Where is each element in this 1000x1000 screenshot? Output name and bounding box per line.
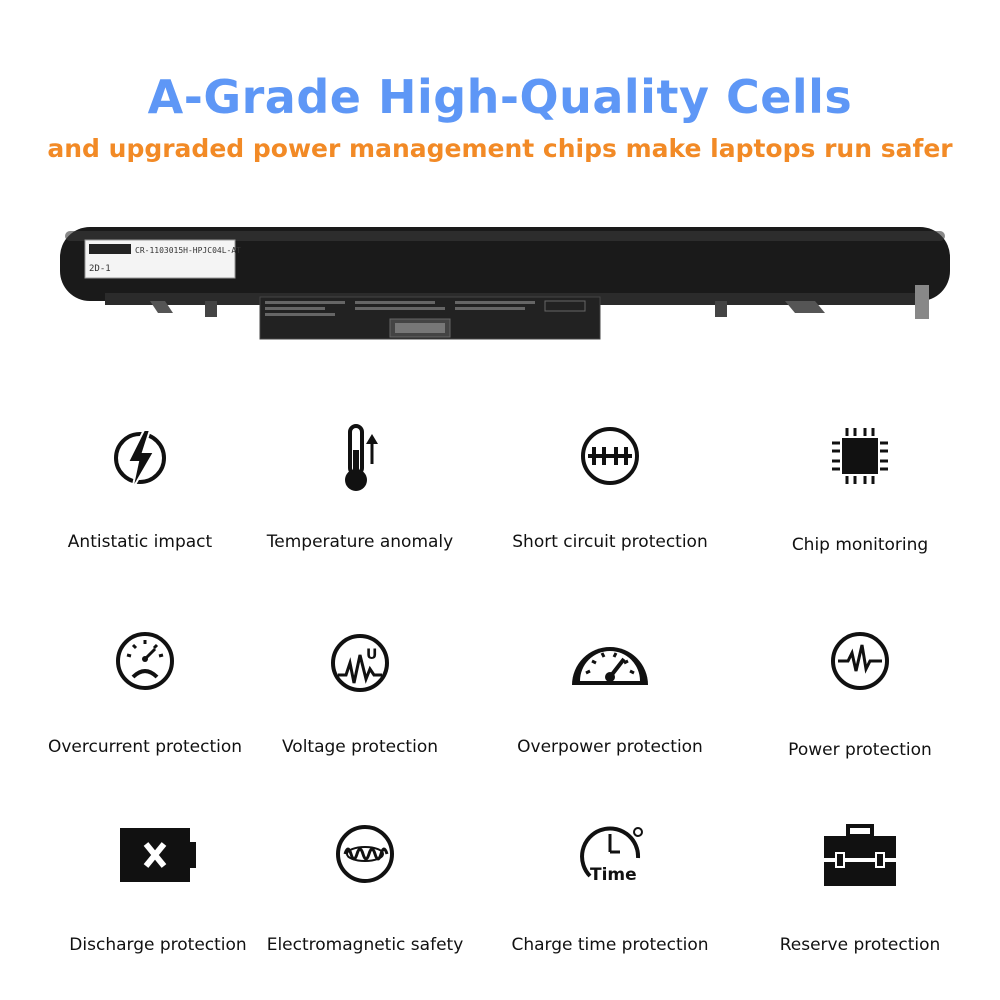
feature-label: Charge time protection bbox=[511, 935, 709, 955]
feature-label: Voltage protection bbox=[281, 737, 438, 757]
feature-short-circuit: Short circuit protection bbox=[490, 420, 730, 590]
feature-label: Electromagnetic safety bbox=[266, 935, 464, 955]
feature-label: Temperature anomaly bbox=[266, 532, 454, 552]
svg-text:U: U bbox=[366, 647, 377, 663]
feature-overcurrent: Overcurrent protection bbox=[25, 625, 265, 795]
feature-chip: Chip monitoring bbox=[740, 420, 980, 590]
thermometer-icon bbox=[320, 420, 400, 500]
feature-voltage: U Voltage protection bbox=[240, 625, 480, 795]
battery-serial-2: 2D-1 bbox=[89, 264, 111, 274]
feature-temperature: Temperature anomaly bbox=[240, 420, 480, 590]
coil-icon bbox=[325, 820, 405, 900]
feature-charge-time: Time Charge time protection bbox=[490, 820, 730, 990]
time-text: Time bbox=[590, 865, 637, 885]
feature-electromagnetic: Electromagnetic safety bbox=[245, 820, 485, 990]
battery-x-icon bbox=[118, 820, 198, 900]
lightning-shield-icon bbox=[100, 420, 180, 500]
toolbox-icon bbox=[820, 820, 900, 900]
speedometer-icon bbox=[570, 625, 650, 705]
feature-label: Power protection bbox=[788, 740, 932, 760]
feature-label: Overpower protection bbox=[517, 737, 703, 757]
chip-icon bbox=[820, 420, 900, 500]
page-subtitle: and upgraded power management chips make… bbox=[47, 134, 953, 163]
serial-label: CR-1103015H-HPJC04L-AT 2D-1 bbox=[84, 239, 241, 279]
feature-power: Power protection bbox=[740, 625, 980, 795]
feature-overpower: Overpower protection bbox=[490, 625, 730, 795]
battery-serial: CR-1103015H-HPJC04L-AT bbox=[135, 246, 241, 255]
voltage-wave-icon: U bbox=[320, 625, 400, 705]
feature-label: Reserve protection bbox=[779, 935, 941, 955]
short-circuit-icon bbox=[570, 420, 650, 500]
sad-gauge-icon bbox=[105, 625, 185, 705]
feature-label: Discharge protection bbox=[69, 935, 247, 955]
feature-label: Short circuit protection bbox=[512, 532, 708, 552]
page-title: A-Grade High-Quality Cells bbox=[147, 70, 853, 124]
feature-label: Chip monitoring bbox=[791, 535, 929, 555]
feature-label: Overcurrent protection bbox=[47, 737, 243, 757]
feature-reserve: Reserve protection bbox=[740, 820, 980, 990]
feature-antistatic: Antistatic impact bbox=[20, 420, 260, 590]
pulse-circle-icon bbox=[820, 625, 900, 705]
feature-discharge: Discharge protection bbox=[38, 820, 278, 990]
laptop-battery-image: CR-1103015H-HPJC04L-AT 2D-1 bbox=[60, 227, 950, 340]
feature-label: Antistatic impact bbox=[67, 532, 213, 552]
clock-time-icon: Time bbox=[570, 820, 650, 900]
